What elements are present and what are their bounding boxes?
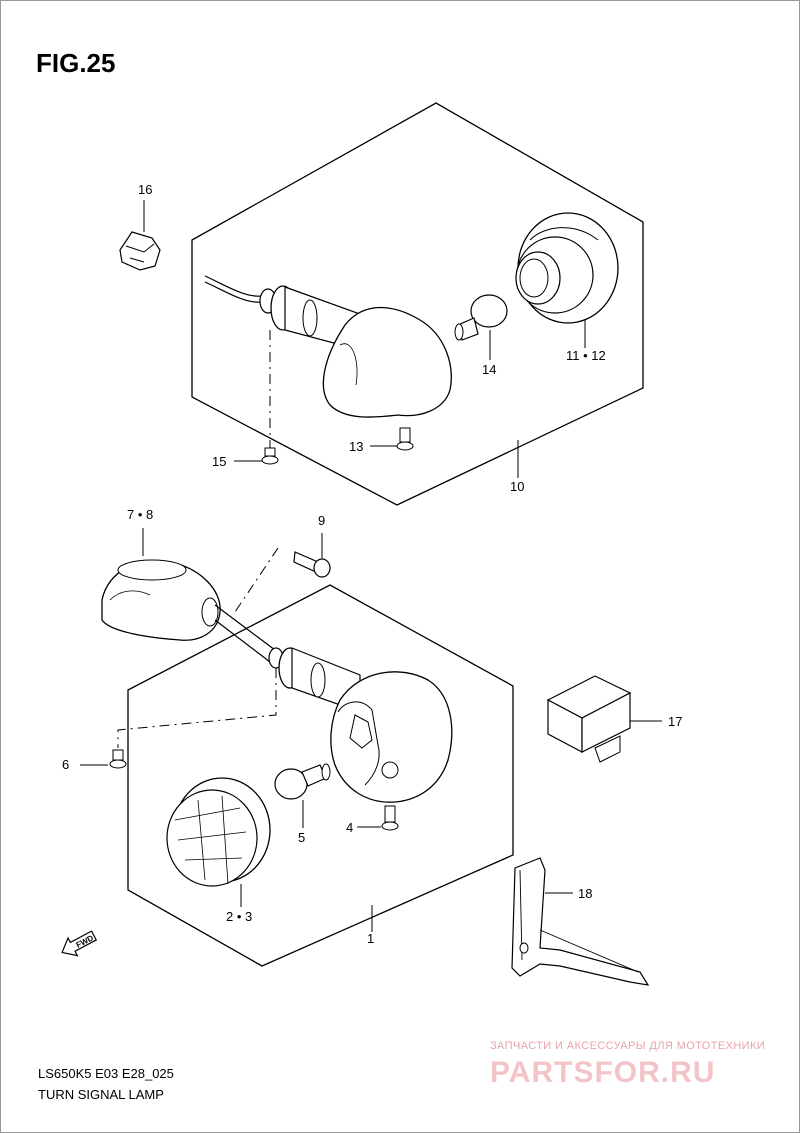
upper-housing-shade (339, 343, 358, 386)
screw-13-head (396, 441, 414, 451)
figure-description: TURN SIGNAL LAMP (38, 1087, 164, 1102)
screw-15-head (261, 455, 279, 465)
watermark-tagline: ЗАПЧАСТИ И АКСЕССУАРЫ ДЛЯ МОТОТЕХНИКИ (490, 1040, 766, 1052)
callout-14: 14 (482, 362, 496, 377)
figure-title: FIG.25 (36, 48, 116, 78)
fwd-arrow-icon: FWD (61, 930, 98, 957)
callout-2-3: 2 • 3 (226, 909, 252, 924)
model-code: LS650K5 E03 E28_025 (38, 1066, 174, 1081)
screw-6-head (109, 759, 127, 769)
upper-housing (322, 306, 452, 418)
bracket-18-hole (519, 942, 529, 954)
callout-10: 10 (510, 479, 524, 494)
watermark-brand: PARTSFOR.RU (490, 1056, 715, 1089)
screw-15-body (264, 447, 276, 457)
clip-16-detail (125, 243, 155, 263)
relay-17-tab (594, 735, 621, 763)
lower-stem-rod (214, 604, 276, 663)
callout-18: 18 (578, 886, 592, 901)
upper-wire (204, 275, 263, 297)
upper-stem-mid (302, 299, 318, 337)
lower-housing-inner (337, 701, 380, 786)
callout-11-12: 11 • 12 (566, 348, 606, 363)
lower-housing-socket (349, 714, 373, 749)
bulb-14-glass (470, 294, 508, 328)
bulb-14-cap (454, 323, 464, 341)
lower-housing (330, 671, 453, 803)
screw-6-body (112, 749, 124, 761)
callout-9: 9 (318, 513, 325, 528)
callout-17: 17 (668, 714, 682, 729)
relay-17-side (581, 692, 631, 753)
lens-11-12-rim (529, 227, 599, 241)
screw-13-body (399, 427, 411, 443)
callout-4: 4 (346, 820, 353, 835)
callout-15: 15 (212, 454, 226, 469)
dash-9 (234, 547, 279, 613)
screw-4-body (384, 805, 396, 823)
screw-4-head (381, 821, 399, 831)
lens-2-3-facets (174, 795, 247, 885)
callout-16: 16 (138, 182, 152, 197)
bracket-7-8-hole (201, 597, 219, 627)
lower-housing-hole (381, 761, 399, 779)
dash-6 (117, 668, 277, 748)
upper-wire-b (204, 281, 263, 303)
bracket-7-8-shade (109, 590, 151, 601)
upper-assembly-box (191, 102, 644, 506)
callout-7-8: 7 • 8 (127, 507, 153, 522)
lens-11-12-core2 (519, 258, 549, 298)
bolt-9-head (313, 558, 331, 578)
callout-13: 13 (349, 439, 363, 454)
callout-5: 5 (298, 830, 305, 845)
bulb-5-cap (321, 763, 331, 781)
lower-stem-mid (310, 662, 326, 698)
callout-6: 6 (62, 757, 69, 772)
lower-assembly-box (127, 584, 514, 967)
bracket-7-8-top (117, 559, 187, 581)
bracket-18 (511, 857, 650, 986)
callout-1: 1 (367, 931, 374, 946)
lens-2-3-face (166, 789, 258, 887)
